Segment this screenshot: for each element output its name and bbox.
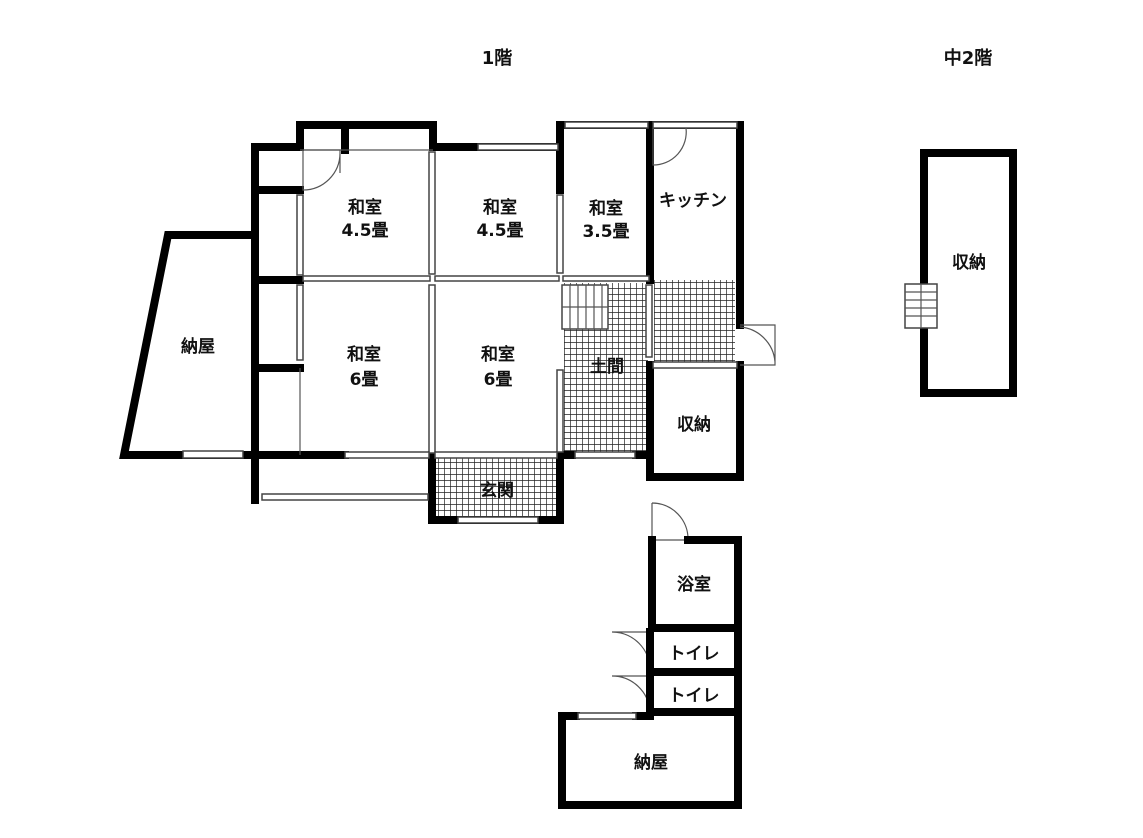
room-washitsu-c-name: 和室 bbox=[589, 198, 623, 219]
room-toilet-2: トイレ bbox=[669, 686, 720, 706]
windows bbox=[261, 121, 738, 524]
room-washitsu-a-size: 4.5畳 bbox=[341, 221, 388, 241]
room-barn-left: 納屋 bbox=[181, 336, 215, 357]
barn-left-walls bbox=[119, 231, 259, 459]
room-bath: 浴室 bbox=[677, 574, 711, 595]
room-genkan: 玄関 bbox=[480, 480, 514, 501]
room-barn-bottom: 納屋 bbox=[634, 752, 668, 773]
room-washitsu-b-name: 和室 bbox=[483, 197, 517, 218]
stairs bbox=[561, 284, 609, 330]
room-washitsu-b-size: 4.5畳 bbox=[476, 221, 523, 241]
room-washitsu-a-name: 和室 bbox=[348, 197, 382, 218]
room-washitsu-d-name: 和室 bbox=[347, 344, 381, 365]
room-washitsu-e-name: 和室 bbox=[481, 344, 515, 365]
mezzanine-walls bbox=[904, 149, 1017, 397]
room-washitsu-e-size: 6畳 bbox=[484, 370, 513, 390]
room-washitsu-d-size: 6畳 bbox=[350, 370, 379, 390]
room-storage-1f: 収納 bbox=[677, 414, 711, 435]
floor-title-1f: 1階 bbox=[482, 48, 513, 69]
doors bbox=[302, 127, 776, 713]
room-storage-mezzanine: 収納 bbox=[952, 252, 986, 273]
floor-title-mezzanine: 中2階 bbox=[944, 47, 993, 69]
room-doma: 土間 bbox=[590, 356, 624, 377]
room-kitchen: キッチン bbox=[659, 191, 727, 211]
bath-block-walls bbox=[558, 536, 742, 809]
room-washitsu-c-size: 3.5畳 bbox=[582, 222, 629, 242]
room-toilet-1: トイレ bbox=[669, 644, 720, 664]
